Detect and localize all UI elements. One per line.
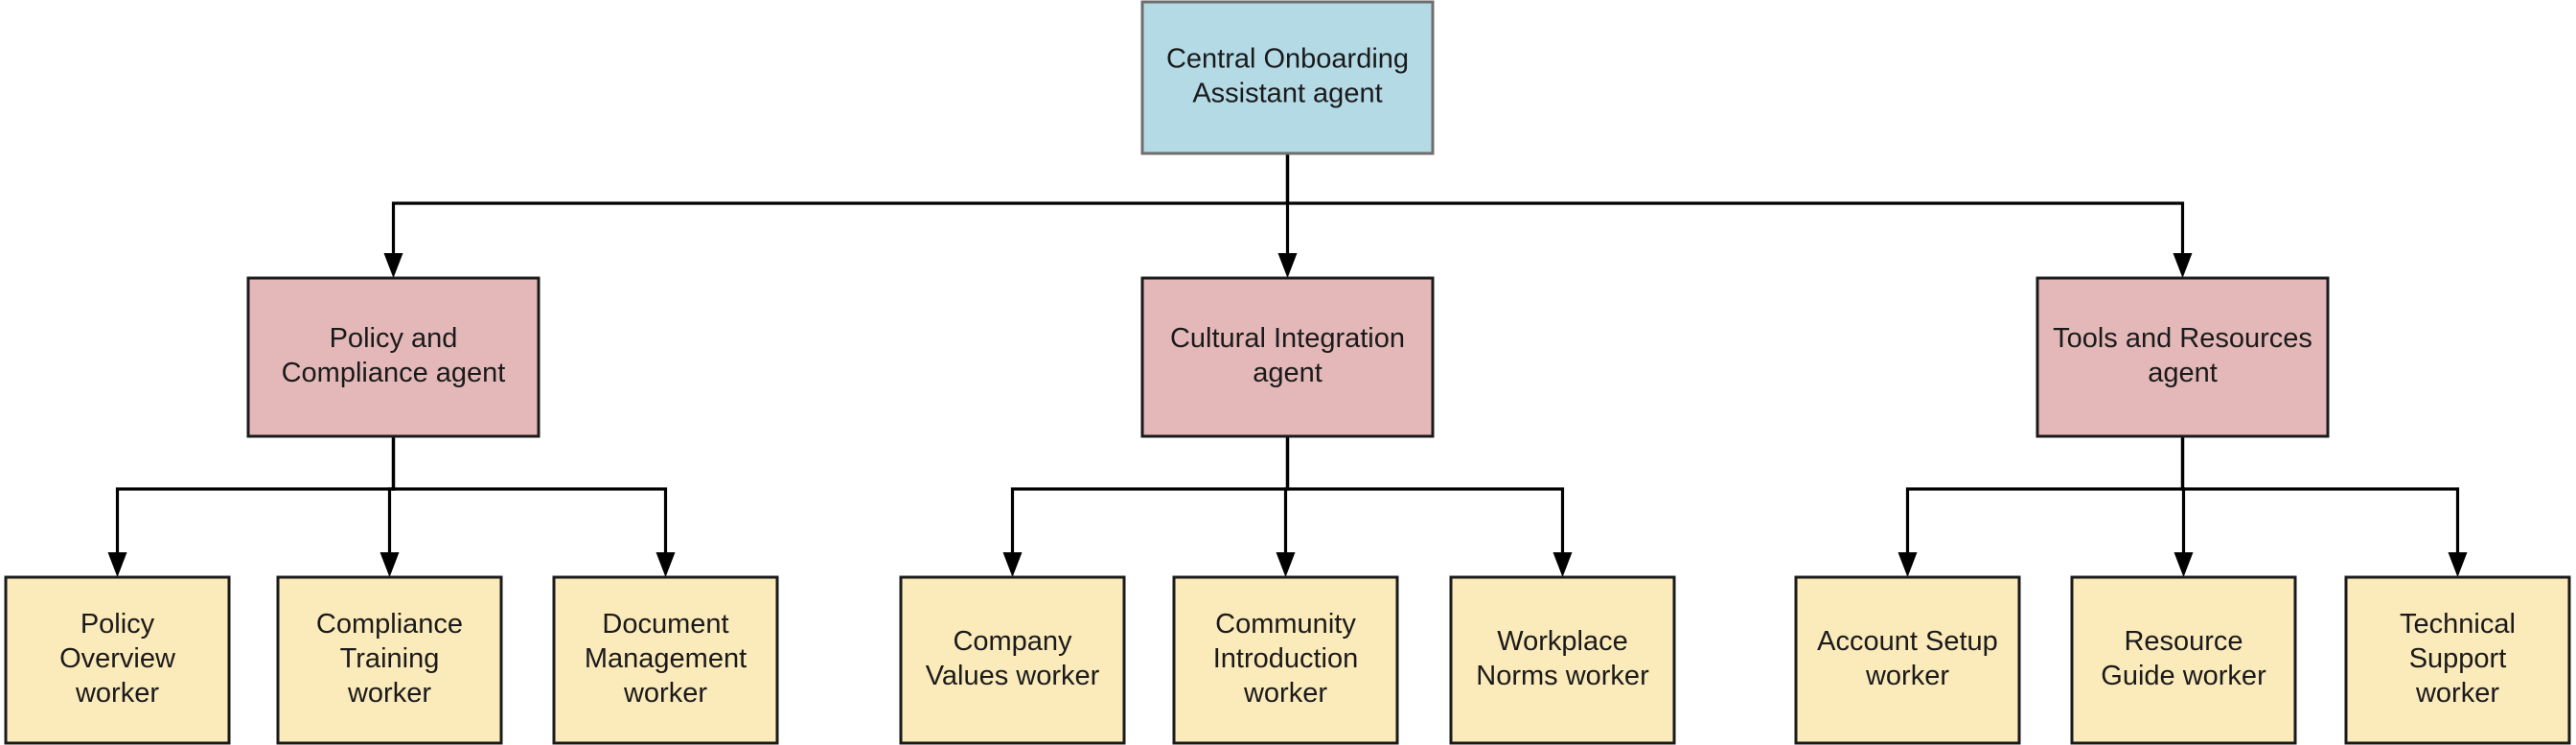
node-policy-and-compliance-label-line: Policy and	[330, 323, 458, 354]
node-community-introduction-label-line: Community	[1215, 609, 1356, 640]
edge-tools-and-resources-to-account-setup-line	[1905, 436, 2185, 552]
connector-arrowhead	[2174, 552, 2194, 577]
edge-root-to-tools-and-resources	[1285, 153, 2193, 278]
edge-cultural-integration-to-company-values-line	[1010, 436, 1290, 552]
node-compliance-training-label-line: Compliance	[316, 609, 463, 640]
node-document-management-label-line: worker	[623, 678, 707, 709]
node-community-introduction-label-line: worker	[1243, 678, 1327, 709]
edge-tools-and-resources-to-technical-support	[2180, 436, 2468, 577]
node-tools-and-resources-label-line: agent	[2148, 358, 2218, 388]
node-policy-overview-label-line: worker	[75, 678, 159, 709]
edge-cultural-integration-to-community-introduction	[1276, 436, 1296, 577]
connector-arrowhead	[1277, 253, 1298, 278]
node-policy-overview-label-line: Policy	[80, 609, 155, 640]
node-resource-guide-label-line: Guide worker	[2101, 661, 2266, 691]
node-account-setup[interactable]: Account Setup worker	[1794, 575, 2021, 745]
node-company-values-rect[interactable]	[899, 575, 1126, 745]
node-compliance-training-label-line: Training	[340, 643, 440, 674]
node-company-values-label-line: Values worker	[926, 661, 1100, 691]
node-cultural-integration-label-line: agent	[1253, 358, 1322, 388]
node-company-values-label-line: Company	[953, 626, 1072, 657]
edge-tools-and-resources-to-account-setup	[1898, 436, 2185, 577]
edge-cultural-integration-to-workplace-norms	[1285, 436, 1573, 577]
edge-policy-and-compliance-to-compliance-training	[380, 436, 400, 577]
node-community-introduction-rect[interactable]	[1172, 575, 1399, 745]
node-cultural-integration-label-line: Cultural Integration	[1170, 323, 1405, 354]
node-tools-and-resources-rect[interactable]	[2036, 276, 2330, 438]
connector-arrowhead	[1898, 552, 1918, 577]
connector-arrowhead	[656, 552, 676, 577]
node-account-setup-label-line: Account Setup	[1817, 626, 1998, 657]
node-policy-and-compliance-label-line: Compliance agent	[282, 358, 506, 388]
node-tools-and-resources-label-line: Tools and Resources	[2053, 323, 2312, 354]
node-cultural-integration[interactable]: Cultural Integration agent	[1140, 276, 1435, 438]
node-policy-overview-label-line: Overview	[59, 643, 176, 674]
edge-cultural-integration-to-company-values	[1002, 436, 1290, 577]
node-compliance-training-label-line: worker	[347, 678, 431, 709]
edge-policy-and-compliance-to-document-management-line	[391, 436, 668, 552]
node-compliance-training-rect[interactable]	[276, 575, 503, 745]
edge-policy-and-compliance-to-document-management	[391, 436, 676, 577]
node-technical-support-rect[interactable]	[2344, 575, 2571, 745]
connector-arrowhead	[1002, 552, 1023, 577]
edge-tools-and-resources-to-technical-support-line	[2180, 436, 2460, 552]
node-central-onboarding-assistant-rect[interactable]	[1140, 0, 1435, 155]
edge-root-to-tools-and-resources-line	[1285, 153, 2185, 253]
node-document-management-label-line: Management	[585, 643, 747, 674]
node-resource-guide-rect[interactable]	[2070, 575, 2297, 745]
node-document-management-rect[interactable]	[552, 575, 779, 745]
edge-root-to-policy-and-compliance	[383, 153, 1290, 278]
connector-arrowhead	[107, 552, 127, 577]
node-central-onboarding-assistant-label-line: Central Onboarding	[1166, 44, 1409, 75]
node-technical-support-label-line: worker	[2415, 678, 2499, 709]
node-account-setup-rect[interactable]	[1794, 575, 2021, 745]
node-policy-overview-rect[interactable]	[4, 575, 231, 745]
edge-policy-and-compliance-to-policy-overview	[107, 436, 396, 577]
edge-root-to-policy-and-compliance-line	[391, 153, 1290, 253]
connector-arrowhead	[383, 253, 403, 278]
node-resource-guide-label-line: Resource	[2124, 626, 2242, 657]
edge-cultural-integration-to-workplace-norms-line	[1285, 436, 1565, 552]
node-community-introduction-label-line: Introduction	[1213, 643, 1359, 674]
connector-arrowhead	[1276, 552, 1296, 577]
connector-arrowhead	[380, 552, 400, 577]
node-document-management-label-line: Document	[602, 609, 728, 640]
edge-policy-and-compliance-to-policy-overview-line	[115, 436, 396, 552]
node-workplace-norms-label-line: Norms worker	[1476, 661, 1649, 691]
connector-arrowhead	[2448, 552, 2468, 577]
connector-layer	[107, 153, 2468, 577]
node-cultural-integration-rect[interactable]	[1140, 276, 1435, 438]
node-account-setup-label-line: worker	[1865, 661, 1949, 691]
node-policy-and-compliance-rect[interactable]	[246, 276, 540, 438]
connector-arrowhead	[1552, 552, 1573, 577]
node-technical-support-label-line: Technical	[2400, 609, 2516, 640]
node-workplace-norms-rect[interactable]	[1449, 575, 1676, 745]
node-tools-and-resources[interactable]: Tools and Resources agent	[2036, 276, 2330, 438]
node-technical-support-label-line: Support	[2409, 643, 2507, 674]
node-central-onboarding-assistant-label-line: Assistant agent	[1192, 79, 1382, 109]
connector-arrowhead	[2173, 253, 2193, 278]
node-workplace-norms-label-line: Workplace	[1497, 626, 1627, 657]
